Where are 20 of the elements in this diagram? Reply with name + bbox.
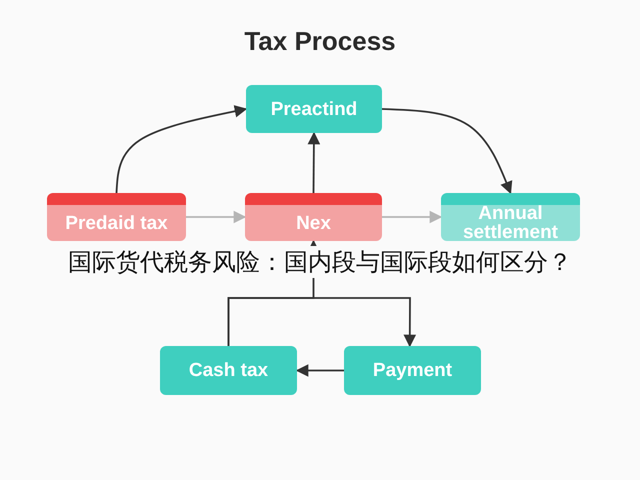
node-label: Nex <box>296 214 331 232</box>
arrow <box>186 210 246 224</box>
diagram-title: Tax Process <box>243 26 397 57</box>
arrow <box>308 132 320 193</box>
process-box <box>441 193 580 241</box>
process-box <box>160 346 297 395</box>
node-label: Predaid tax <box>65 214 168 232</box>
node-label: Payment <box>372 361 452 380</box>
node-label: Preactind <box>270 100 358 118</box>
node-label: Cash tax <box>188 361 268 380</box>
process-box <box>344 346 481 395</box>
process-box <box>246 85 382 133</box>
arrow <box>382 210 442 224</box>
node-label: Annual settlement <box>462 204 560 242</box>
process-box <box>47 193 186 241</box>
arrow <box>382 108 512 194</box>
process-box <box>245 193 382 241</box>
arrow <box>296 364 344 377</box>
arrow <box>116 105 248 194</box>
arrow <box>228 297 416 348</box>
